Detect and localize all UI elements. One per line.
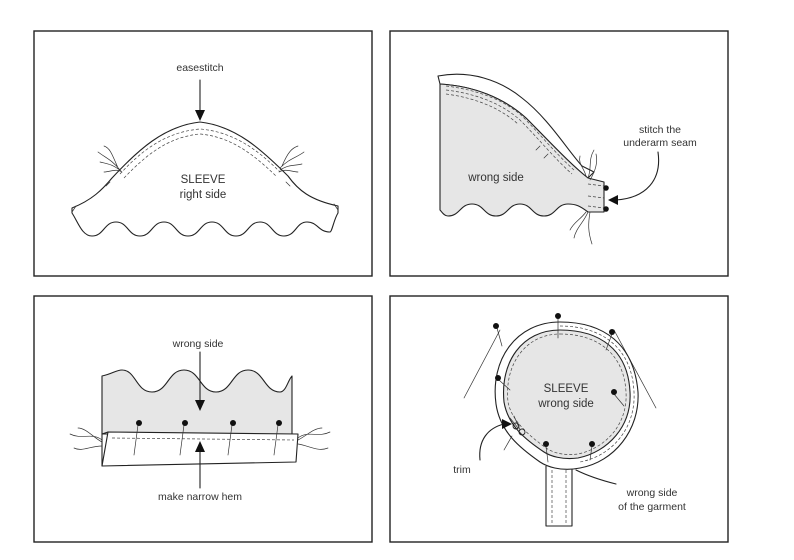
sleeve-wrong-side-shape	[439, 83, 605, 217]
pin-5	[611, 389, 617, 395]
garment-label-line-1: wrong side	[626, 487, 678, 499]
thread-left	[69, 427, 103, 450]
pin-2	[603, 206, 609, 212]
garment-edges	[463, 329, 657, 409]
sleeve-subtitle: right side	[180, 189, 227, 201]
pin-4	[495, 375, 501, 381]
hem-arrow-head	[195, 441, 205, 452]
wrong-side-label: wrong side	[467, 172, 524, 184]
panel-sleeve-easestitch: easestitch SLEEVE right side	[33, 30, 373, 277]
thread-right	[278, 145, 305, 173]
pin-3	[230, 420, 236, 426]
panel-narrow-hem: wrong side make narrow hem	[33, 295, 373, 543]
pin-3	[609, 329, 615, 335]
pin-7	[589, 441, 595, 447]
stitch-outer	[559, 325, 635, 463]
easestitch-line-2	[123, 133, 277, 179]
pin-6	[543, 441, 549, 447]
garment-tube	[545, 466, 573, 527]
wrong-side-label: wrong side	[172, 338, 224, 350]
easestitch-label: easestitch	[176, 62, 223, 74]
pin-2	[555, 313, 561, 319]
pin-4	[276, 420, 282, 426]
stitch-line-3	[445, 93, 519, 125]
trim-label: trim	[453, 464, 471, 476]
thread-bottom	[569, 211, 593, 245]
sleeve-right-side-shape	[71, 121, 339, 237]
callout-line-1: stitch the	[639, 124, 681, 136]
callout-line-2: underarm seam	[623, 137, 697, 149]
pin-2	[182, 420, 188, 426]
garment-label-line-2: of the garment	[618, 501, 686, 513]
hem-label: make narrow hem	[158, 491, 242, 503]
hem-edge	[101, 431, 109, 435]
sleeve-title: SLEEVE	[544, 383, 589, 395]
sleeve-subtitle: wrong side	[537, 398, 594, 410]
panel-set-in-sleeve: SLEEVE wrong side trim wrong side of the…	[389, 295, 729, 543]
thread-top	[579, 149, 598, 181]
pin-shafts	[133, 424, 279, 456]
underarm-arrow	[615, 151, 660, 201]
underarm-arrow-head	[608, 195, 618, 205]
thread-left	[97, 145, 123, 173]
pin-1	[136, 420, 142, 426]
pin-shafts	[496, 317, 625, 463]
scissors-icon	[509, 415, 526, 436]
stitch-line-1	[445, 85, 575, 171]
trim-arrow	[479, 423, 505, 461]
hem-stitch	[111, 437, 295, 441]
wrong-side-arrow-head	[195, 400, 205, 411]
notch-marks	[535, 145, 549, 159]
thread-right	[297, 427, 331, 450]
sleeve-wrong-side-shape	[502, 329, 631, 460]
stitch-line-2	[445, 89, 573, 175]
easestitch-arrow-head	[195, 110, 205, 121]
panel-underarm-seam: stitch the underarm seam wrong side	[389, 30, 729, 277]
underarm-stitches	[587, 183, 605, 209]
trim-arrow-head	[502, 419, 512, 429]
tube-stitches	[551, 470, 567, 524]
stitch-inner	[507, 333, 627, 455]
pin-1	[603, 185, 609, 191]
pin-1	[493, 323, 499, 329]
notch-marks	[71, 181, 339, 213]
sleeve-title: SLEEVE	[181, 174, 226, 186]
garment-arrow	[575, 469, 617, 485]
